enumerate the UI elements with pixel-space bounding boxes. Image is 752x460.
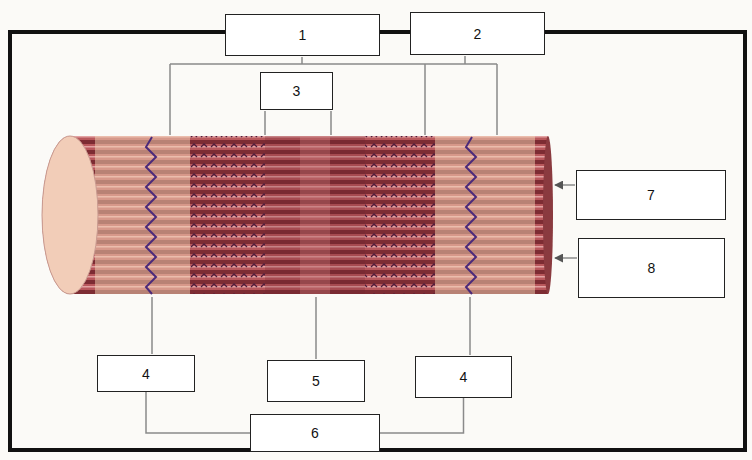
bracket-line [380,398,464,433]
callout-box: 4 [415,356,512,398]
callout-number: 8 [648,260,656,276]
z-line [146,137,156,294]
callout-box: 1 [225,14,380,56]
frame [10,32,745,450]
callout-number: 4 [460,369,468,385]
cut-face [42,136,98,294]
callout-box: 3 [260,72,333,110]
z-line [466,137,476,294]
callout-number: 3 [293,83,301,99]
callout-number: 6 [311,425,319,441]
callout-number: 7 [647,187,655,203]
callout-number: 5 [312,373,320,389]
myofibril [40,130,555,300]
callout-number: 4 [142,366,150,382]
callout-number: 1 [299,27,307,43]
callout-box: 4 [97,355,195,392]
callout-box: 5 [267,360,365,402]
callout-box: 7 [576,170,726,220]
fibril-end [543,136,553,294]
callout-number: 2 [474,26,482,42]
callout-box: 2 [410,12,545,55]
callout-box: 6 [250,414,380,452]
callout-box: 8 [578,238,725,298]
leader-lines [152,56,577,359]
bracket-line [146,392,250,433]
